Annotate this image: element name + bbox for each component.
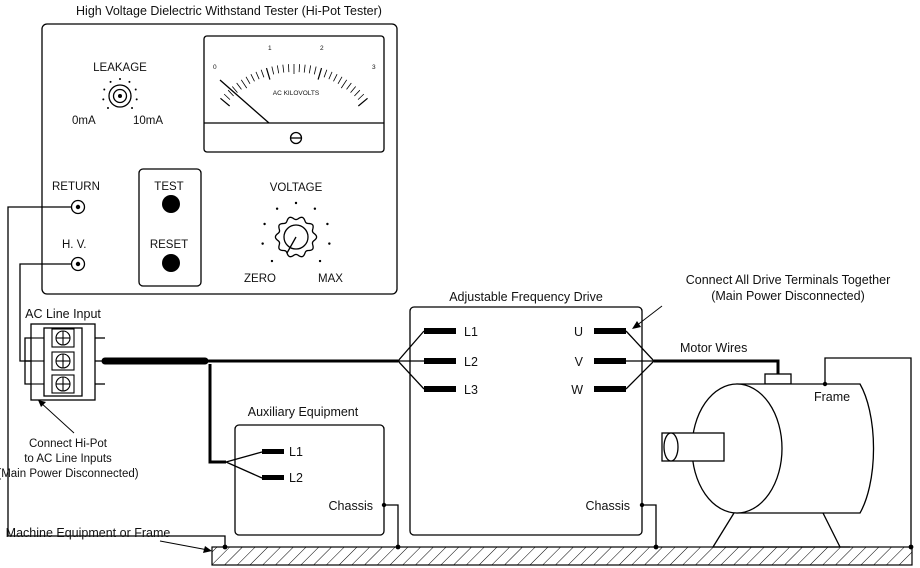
motor-junction-box: [764, 373, 792, 385]
aux-chassis-wire: [384, 504, 399, 547]
reset-label: RESET: [150, 239, 188, 251]
drive-l3-label: L3: [464, 383, 478, 397]
ground-label: Machine Equipment or Frame: [6, 526, 171, 540]
leakage-max-label: 10mA: [133, 115, 163, 127]
drive-l2-label: L2: [464, 355, 478, 369]
aux-terminal-l1: [262, 449, 284, 454]
leakage-min-label: 0mA: [72, 115, 96, 127]
ac-note-line-1: Connect Hi-Pot: [29, 438, 108, 450]
drive-title: Adjustable Frequency Drive: [449, 290, 603, 304]
drive-l1-label: L1: [464, 325, 478, 339]
hv-terminal[interactable]: [70, 256, 86, 272]
aux-terminal-l2: [262, 475, 284, 480]
test-button[interactable]: [162, 195, 180, 213]
reset-button[interactable]: [162, 254, 180, 272]
leakage-knob[interactable]: [102, 78, 138, 110]
auxiliary-box: [234, 424, 385, 536]
motor: [661, 373, 875, 548]
drive-terminal-w: [594, 386, 626, 392]
test-reset-panel: [138, 168, 202, 287]
drive-v-label: V: [575, 355, 584, 369]
drive-terminal-v: [594, 358, 626, 364]
aux-l2-label: L2: [289, 471, 303, 485]
tester-title: High Voltage Dielectric Withstand Tester…: [76, 4, 382, 18]
test-label: TEST: [154, 181, 183, 193]
aux-chassis-label: Chassis: [329, 499, 373, 513]
leakage-label: LEAKAGE: [93, 62, 147, 74]
auxiliary-title: Auxiliary Equipment: [248, 405, 359, 419]
motor-frame-label: Frame: [814, 390, 850, 404]
voltage-label: VOLTAGE: [270, 182, 323, 194]
ac-note-line-3: (Main Power Disconnected): [0, 468, 139, 480]
ac-line-terminal-block: [30, 323, 96, 401]
ac-note-line-2: to AC Line Inputs: [24, 453, 112, 465]
meter-unit-label: AC KILOVOLTS: [273, 90, 320, 97]
meter-scale-3: 3: [372, 64, 376, 71]
drive-u-label: U: [574, 325, 583, 339]
voltage-min-label: ZERO: [244, 273, 276, 285]
ac-line-title: AC Line Input: [25, 307, 101, 321]
kilovolt-meter: 0 1 2 3 AC KILOVOLTS: [203, 35, 385, 153]
machine-frame-ground: [211, 546, 913, 566]
motor-wires-label: Motor Wires: [680, 341, 747, 355]
meter-scale-1: 1: [268, 45, 272, 52]
meter-zero-adjust-icon[interactable]: [289, 131, 303, 145]
aux-l1-label: L1: [289, 445, 303, 459]
drive-terminal-l2: [424, 358, 456, 364]
meter-needle: [219, 79, 270, 124]
drive-terminal-u: [594, 328, 626, 334]
motor-frame-wire: [824, 357, 912, 547]
return-terminal[interactable]: [70, 199, 86, 215]
drive-terminal-l1: [424, 328, 456, 334]
drive-w-label: W: [571, 383, 583, 397]
voltage-knob[interactable]: [261, 201, 331, 263]
meter-scale-0: 0: [213, 64, 217, 71]
drive-note-line-1: Connect All Drive Terminals Together: [686, 273, 891, 287]
drive-chassis-wire: [642, 504, 657, 547]
drive-box: [409, 306, 643, 536]
drive-terminal-l3: [424, 386, 456, 392]
return-label: RETURN: [52, 181, 100, 193]
drive-note-line-2: (Main Power Disconnected): [711, 289, 865, 303]
motor-wires: [654, 359, 780, 376]
meter-scale-2: 2: [320, 45, 324, 52]
return-ground-wire: [7, 206, 226, 547]
hv-label: H. V.: [62, 239, 87, 251]
drive-chassis-label: Chassis: [586, 499, 630, 513]
voltage-max-label: MAX: [318, 273, 343, 285]
line-to-auxiliary: [208, 364, 226, 464]
